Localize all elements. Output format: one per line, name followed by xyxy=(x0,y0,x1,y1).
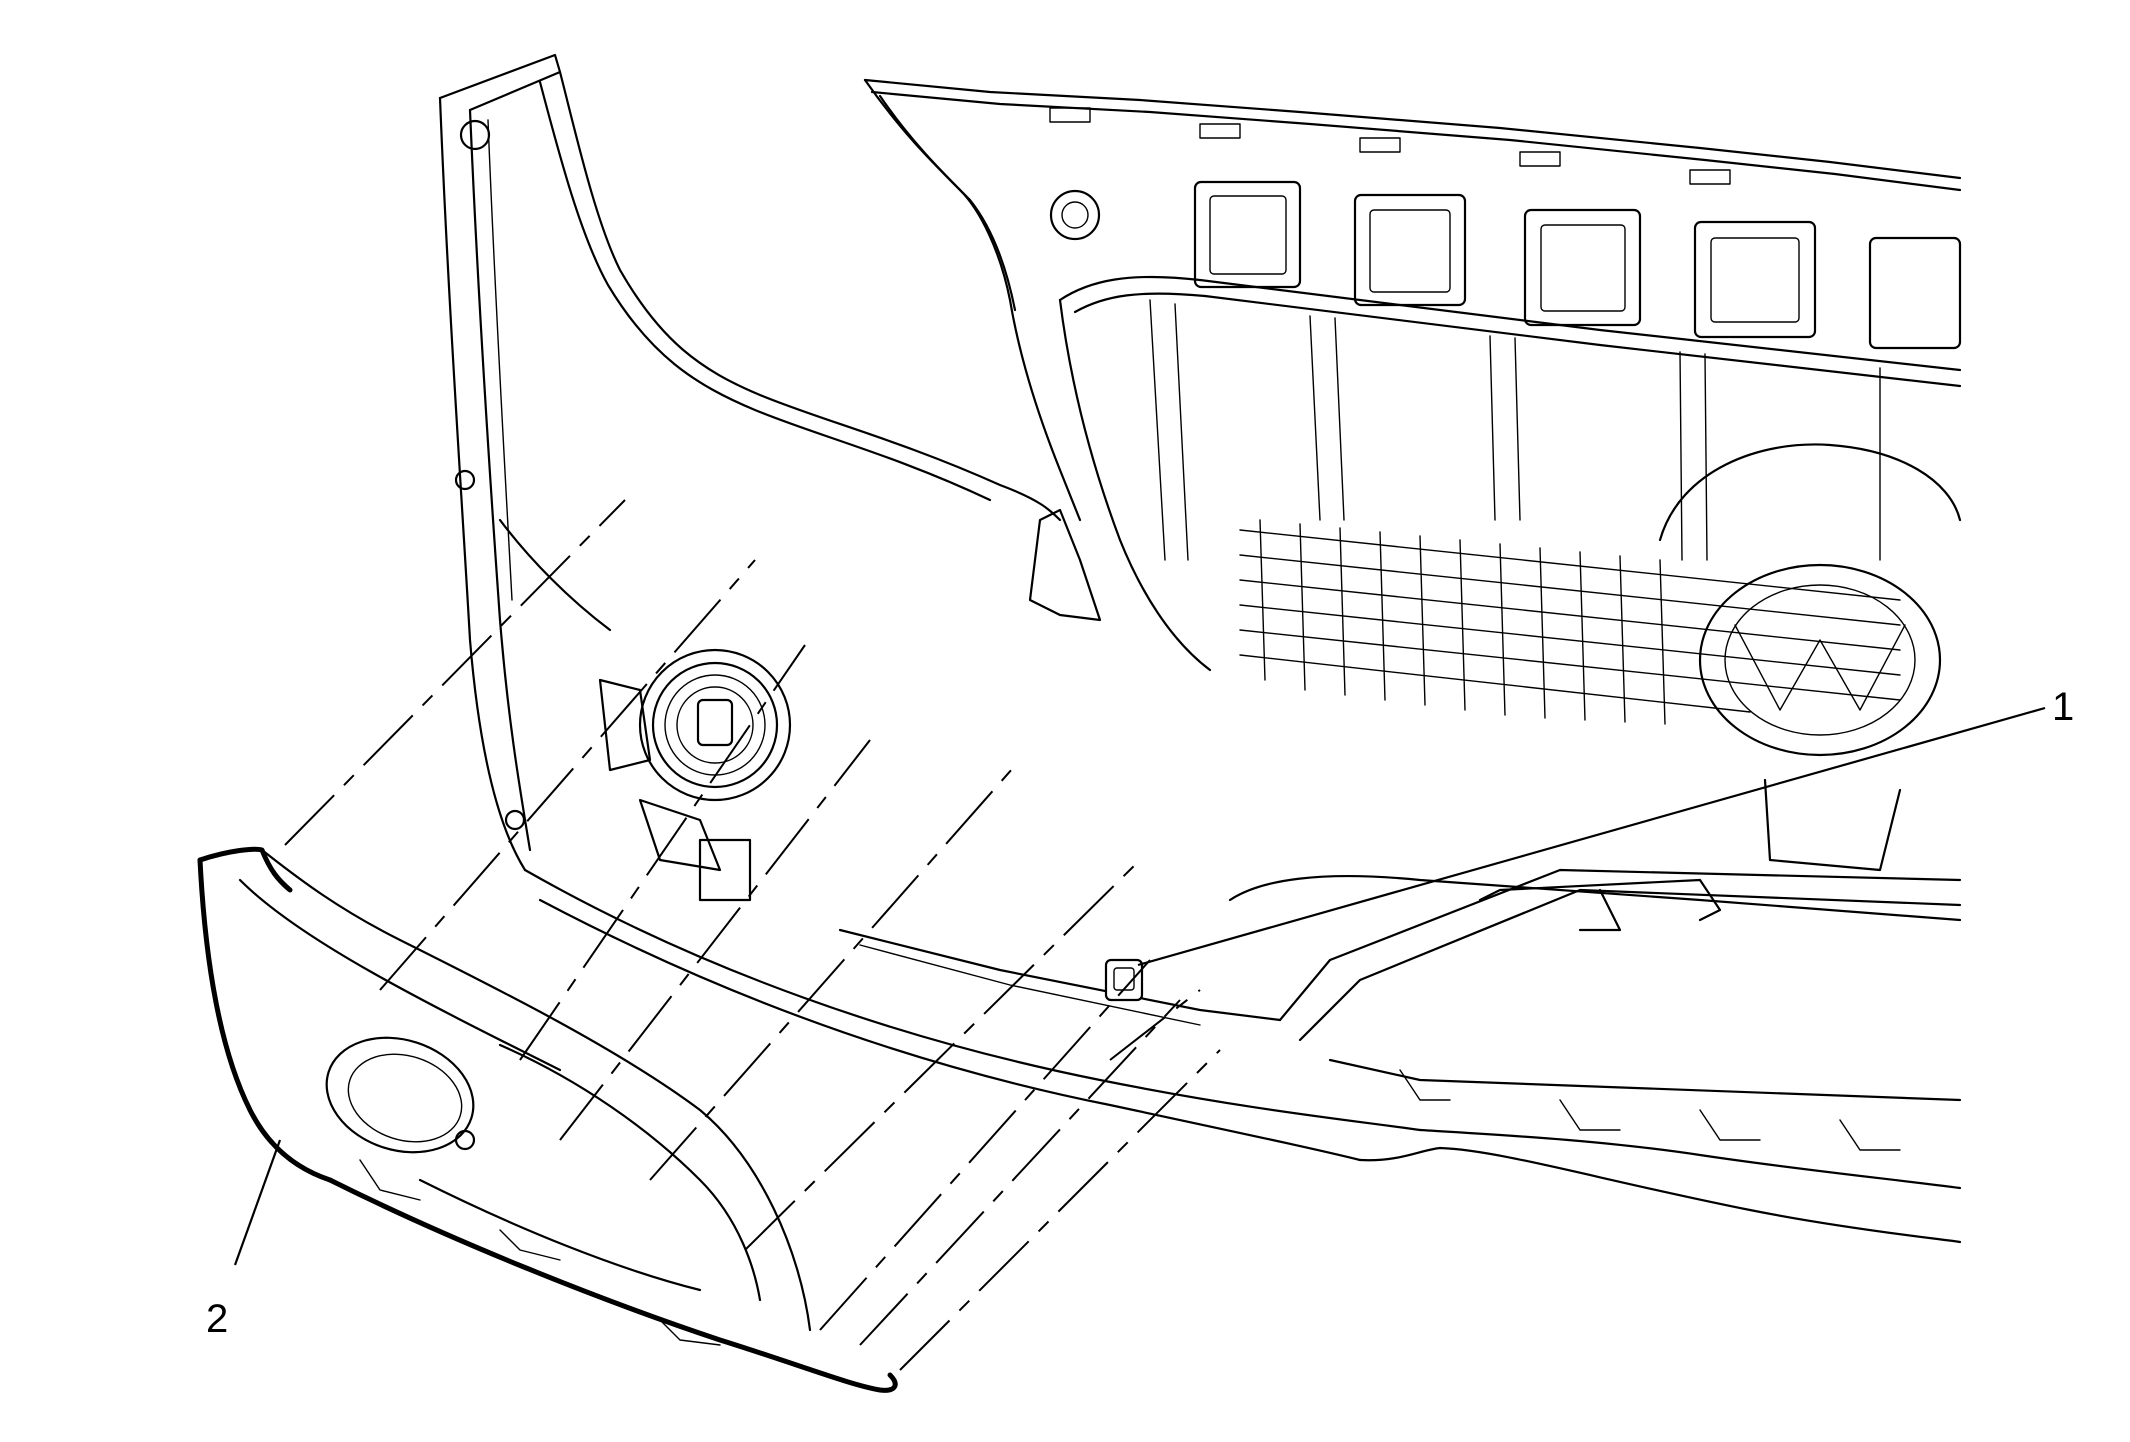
nut-fastener xyxy=(1104,958,1144,1002)
callout-label-2: 2 xyxy=(206,1297,228,1341)
top-clips xyxy=(1049,107,1731,185)
grille-slats xyxy=(1149,299,1881,561)
round-component xyxy=(598,648,792,902)
grille-assembly xyxy=(863,78,1962,872)
callout-2: 2 xyxy=(206,1139,282,1341)
callout-1: 1 xyxy=(1137,685,2074,967)
callout-label-1: 1 xyxy=(2052,685,2074,729)
lower-bezel xyxy=(197,846,898,1393)
grille-mesh xyxy=(1239,519,1901,725)
upper-window-row xyxy=(1193,180,1962,350)
bumper-fascia xyxy=(438,53,1962,1244)
alignment-lines xyxy=(284,499,1221,1371)
